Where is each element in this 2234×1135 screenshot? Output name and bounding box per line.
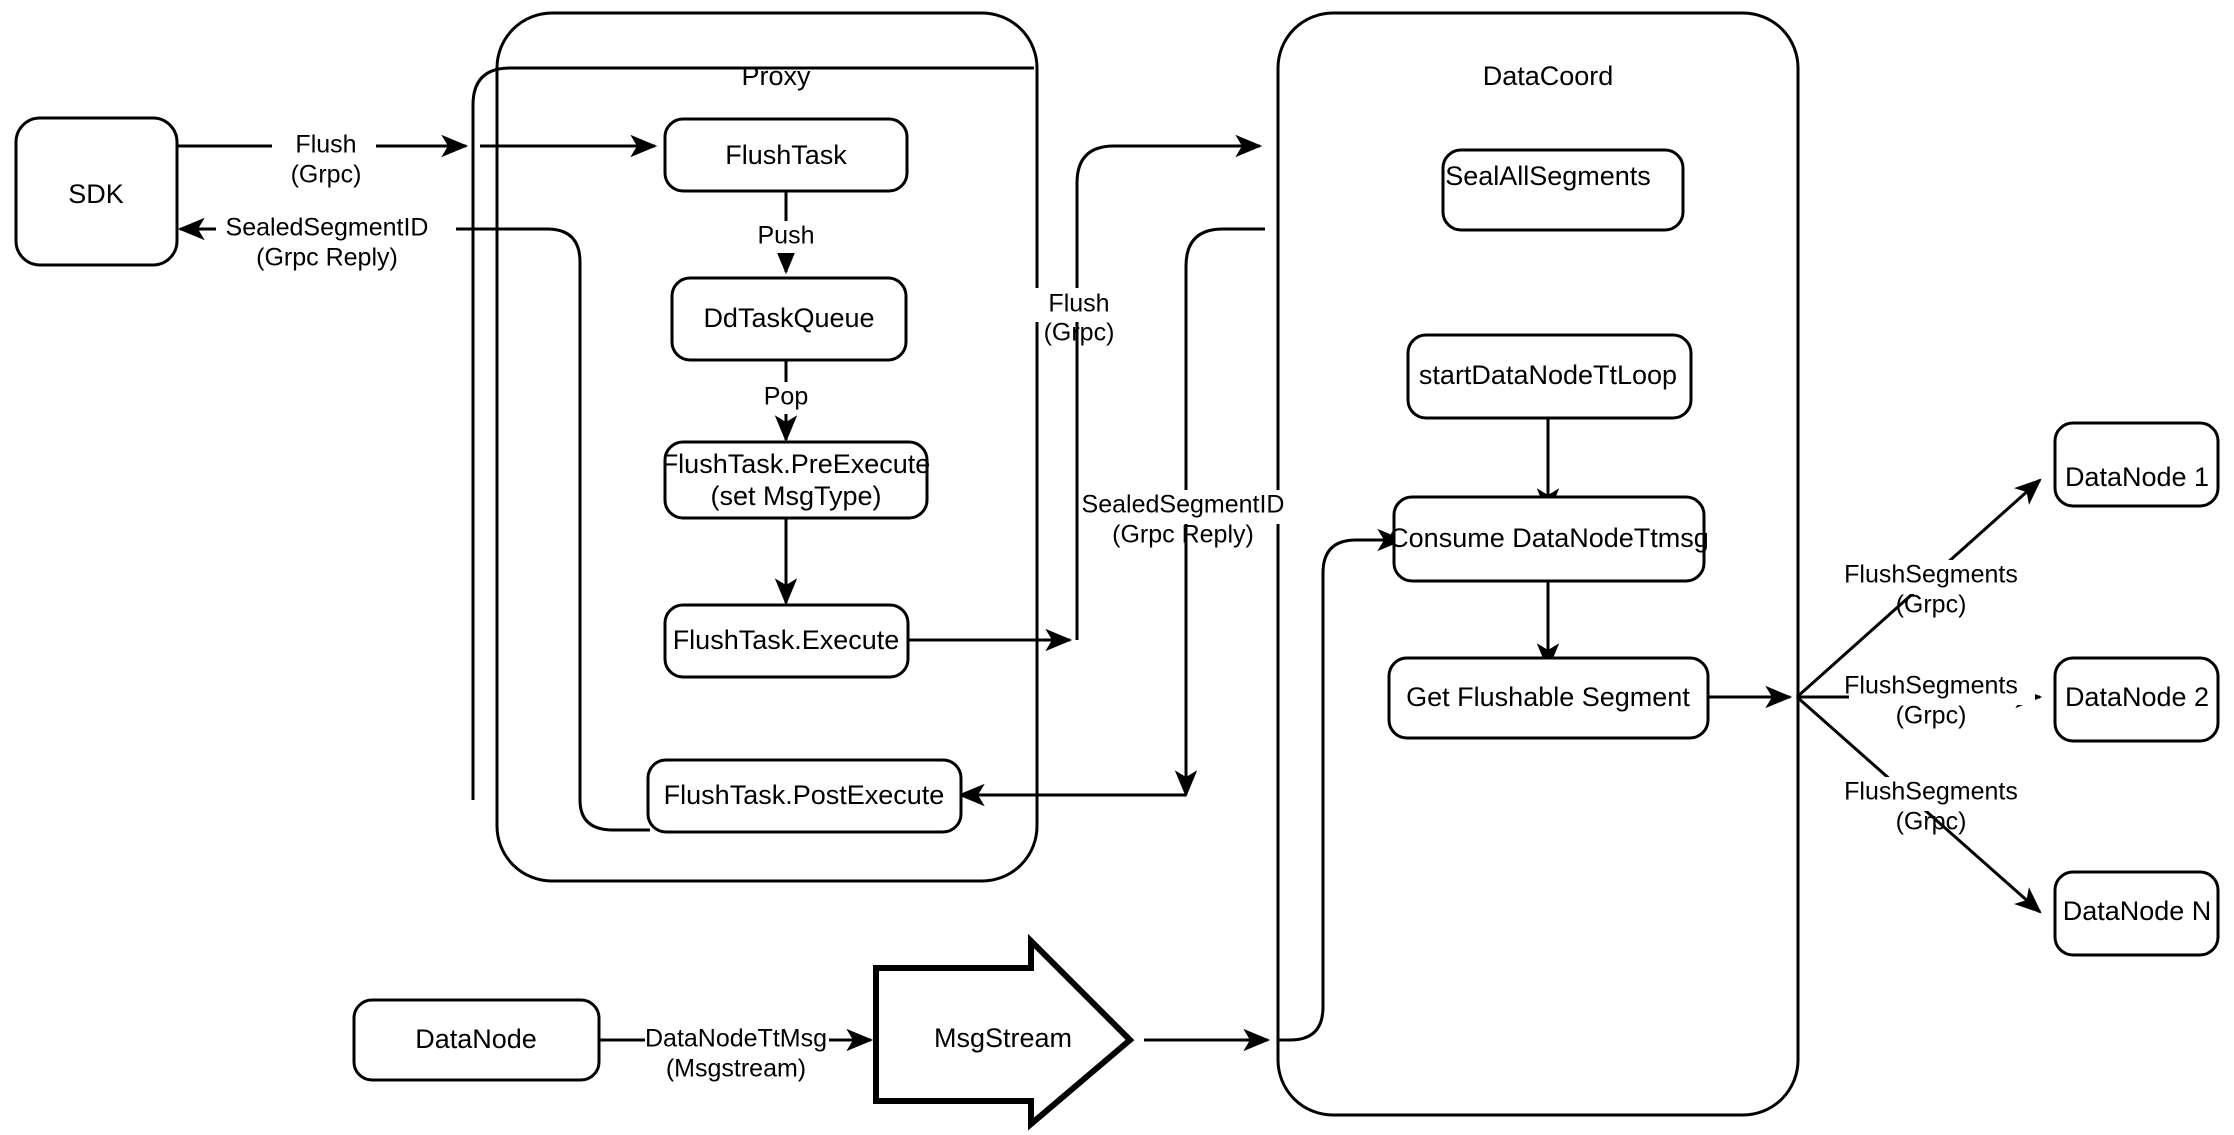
preexecute-label-line1: FlushTask.PreExecute — [662, 449, 931, 479]
sealallsegments-label: SealAllSegments — [1445, 161, 1651, 191]
node-flushtask-preexecute[interactable]: FlushTask.PreExecute (set MsgType) — [662, 440, 931, 520]
edge-label-dc-proxy-sealed-bg — [1090, 490, 1280, 524]
startdatanodettloop-label: startDataNodeTtLoop — [1419, 360, 1677, 390]
msgstream-label: MsgStream — [934, 1023, 1072, 1053]
edge-label-flushsegments-2-line2: (Grpc) — [1896, 702, 1967, 730]
edge-postexecute-to-sdk-rail — [465, 227, 582, 800]
edge-label-flushsegments-2: FlushSegments (Grpc) — [1844, 671, 2035, 730]
preexecute-rect[interactable] — [663, 440, 929, 520]
node-datanode-2[interactable]: DataNode 2 — [2053, 656, 2220, 743]
edge-label-datanodettmsg-bg — [645, 1023, 829, 1057]
node-datanode-1[interactable]: DataNode 1 — [2053, 421, 2220, 508]
node-datanode-source[interactable]: DataNode — [352, 998, 601, 1082]
node-get-flushable-segment[interactable]: Get Flushable Segment — [1387, 656, 1710, 740]
edge-label-datanodettmsg: DataNodeTtMsg (Msgstream) — [645, 1023, 829, 1083]
node-msgstream[interactable]: MsgStream — [873, 933, 1135, 1131]
msgstream-arrow-shape[interactable] — [873, 933, 1135, 1131]
consume-datanodettmsg-rect[interactable] — [1392, 495, 1706, 583]
edge-label-sdk-flush-line1: Flush — [295, 131, 356, 159]
edge-label-push: Push — [749, 221, 823, 253]
postexecute-rect[interactable] — [646, 758, 963, 834]
datanode-source-rect[interactable] — [352, 998, 601, 1082]
edge-label-flushsegments-1-line1: FlushSegments — [1844, 561, 2018, 589]
edge-label-push-bg — [749, 221, 823, 253]
datacoord-container-label: DataCoord — [1483, 61, 1614, 91]
edge-label-proxy-sealed-bg — [216, 212, 456, 246]
node-ddtaskqueue[interactable]: DdTaskQueue — [670, 276, 908, 362]
edge-datacoord-ttmsg-rail — [1278, 528, 1405, 1042]
edge-label-flushsegments-1: FlushSegments (Grpc) — [1844, 560, 2035, 619]
edge-label-proxy-sealed-line1: SealedSegmentID — [226, 214, 429, 242]
edge-label-dc-proxy-sealed-line2: (Grpc Reply) — [1112, 521, 1254, 549]
datacoord-container-rect — [1276, 11, 1800, 1117]
edge-label-proxy-dc-flush-bg — [1030, 288, 1128, 322]
proxy-container-rect — [495, 11, 1039, 883]
postexecute-label: FlushTask.PostExecute — [664, 780, 945, 810]
edge-label-flushsegments-3-bg — [1849, 777, 2035, 811]
flushtask-rect[interactable] — [663, 117, 909, 193]
edge-label-flushsegments-2-line1: FlushSegments — [1844, 672, 2018, 700]
node-sealallsegments[interactable]: SealAllSegments — [1441, 148, 1685, 232]
edge-label-datanodettmsg-line1: DataNodeTtMsg — [645, 1025, 827, 1053]
node-sdk[interactable]: SDK — [14, 116, 179, 267]
flushtask-label: FlushTask — [725, 140, 847, 170]
edge-label-proxy-sealed-line2: (Grpc Reply) — [256, 244, 398, 272]
edge-label-push-text: Push — [758, 222, 815, 250]
edge-label-flushsegments-1-line2: (Grpc) — [1896, 591, 1967, 619]
get-flushable-segment-rect[interactable] — [1387, 656, 1710, 740]
sealallsegments-rect[interactable] — [1441, 148, 1685, 232]
edge-label-proxy-dc-flush-line1: Flush — [1048, 290, 1109, 318]
consume-datanodettmsg-label: Consume DataNodeTtmsg — [1389, 523, 1709, 553]
datanode-n-rect[interactable] — [2053, 870, 2220, 957]
edge-label-proxy-dc-flush-line2: (Grpc) — [1044, 319, 1115, 347]
edge-label-sdk-flush: Flush (Grpc) — [272, 129, 376, 189]
edge-label-flushsegments-3: FlushSegments (Grpc) — [1844, 777, 2035, 836]
ddtaskqueue-label: DdTaskQueue — [703, 303, 874, 333]
edge-label-flushsegments-3-line2: (Grpc) — [1896, 808, 1967, 836]
edge-flush-rail-to-datacoord — [1075, 134, 1263, 640]
edge-label-proxy-sealedsegmentid: SealedSegmentID (Grpc Reply) — [216, 212, 456, 272]
proxy-container-label: Proxy — [741, 61, 811, 91]
node-flushtask-postexecute[interactable]: FlushTask.PostExecute — [646, 758, 963, 834]
container-proxy: Proxy — [495, 11, 1039, 883]
preexecute-label-line2: (set MsgType) — [710, 481, 881, 511]
edge-proxy-entry-rail — [471, 66, 1034, 146]
edge-label-datanodettmsg-line2: (Msgstream) — [666, 1055, 806, 1083]
datanode-2-rect[interactable] — [2053, 656, 2220, 743]
datanode-n-label: DataNode N — [2063, 896, 2212, 926]
edge-label-flushsegments-1-bg — [1849, 560, 2035, 594]
edge-label-dc-proxy-sealedsegmentid: SealedSegmentID (Grpc Reply) — [1082, 490, 1285, 549]
edge-label-sdk-flush-bg — [272, 129, 376, 163]
edge-label-flushsegments-2-bg — [1849, 671, 2035, 705]
datanode-1-label: DataNode 1 — [2065, 462, 2209, 492]
edge-label-dc-proxy-sealed-line1: SealedSegmentID — [1082, 491, 1285, 519]
container-datacoord: DataCoord — [1276, 11, 1800, 1117]
sdk-rect[interactable] — [14, 116, 179, 267]
edge-label-sdk-flush-line2: (Grpc) — [291, 161, 362, 189]
edge-label-proxy-dc-flush: Flush (Grpc) — [1030, 288, 1128, 347]
startdatanodettloop-rect[interactable] — [1406, 333, 1693, 420]
edge-label-pop: Pop — [752, 382, 820, 414]
node-flushtask-execute[interactable]: FlushTask.Execute — [663, 603, 910, 679]
edge-datacoord-reply-rail — [1174, 227, 1265, 798]
get-flushable-segment-label: Get Flushable Segment — [1406, 682, 1690, 712]
node-startdatanodettloop[interactable]: startDataNodeTtLoop — [1406, 333, 1693, 420]
edge-label-flushsegments-3-line1: FlushSegments — [1844, 778, 2018, 806]
datanode-1-rect[interactable] — [2053, 421, 2220, 508]
node-consume-datanodettmsg[interactable]: Consume DataNodeTtmsg — [1389, 495, 1709, 583]
node-flushtask[interactable]: FlushTask — [663, 117, 909, 193]
ddtaskqueue-rect[interactable] — [670, 276, 908, 362]
execute-rect[interactable] — [663, 603, 910, 679]
datanode-source-label: DataNode — [415, 1024, 537, 1054]
sdk-label: SDK — [68, 179, 124, 209]
datanode-2-label: DataNode 2 — [2065, 682, 2209, 712]
node-datanode-n[interactable]: DataNode N — [2053, 870, 2220, 957]
edge-label-pop-text: Pop — [764, 383, 808, 411]
edge-label-pop-bg — [752, 382, 820, 414]
edge-postexecute-rail-bottom — [578, 799, 650, 832]
execute-label: FlushTask.Execute — [673, 625, 900, 655]
